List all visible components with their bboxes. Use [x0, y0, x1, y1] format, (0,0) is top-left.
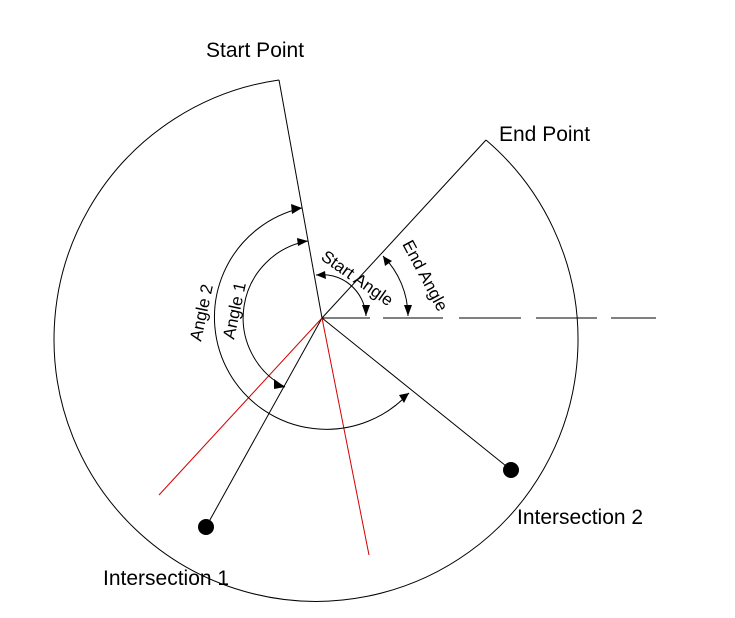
red-radius-bottom: [321, 317, 370, 556]
angle-1-arc: [242, 240, 309, 388]
arrowhead-icon: [383, 256, 392, 266]
start-point-label: Start Point: [206, 39, 304, 62]
arrowhead-icon: [274, 379, 285, 389]
start-angle-label: Start Angle: [318, 247, 397, 310]
intersection-2-radius: [321, 317, 512, 471]
intersection-1-dot: [198, 519, 214, 535]
angle-2-label: Angle 2: [186, 282, 217, 342]
arrowhead-icon: [316, 271, 326, 279]
intersection-1-radius: [205, 317, 323, 528]
intersection-1-label: Intersection 1: [103, 567, 229, 590]
red-radius-left: [158, 317, 323, 496]
arrowhead-icon: [362, 305, 370, 316]
arrowhead-icon: [399, 393, 409, 403]
outer-arc: [53, 79, 579, 602]
arrowhead-icon: [404, 305, 412, 316]
end-radius: [321, 139, 487, 319]
end-point-label: End Point: [499, 123, 590, 146]
intersection-2-dot: [503, 462, 519, 478]
intersection-2-label: Intersection 2: [517, 506, 643, 529]
angle-2-arc: [213, 207, 410, 430]
arrowhead-icon: [297, 238, 308, 246]
arrowhead-icon: [291, 204, 302, 214]
angle-1-label: Angle 1: [219, 280, 250, 340]
start-radius: [278, 79, 323, 319]
